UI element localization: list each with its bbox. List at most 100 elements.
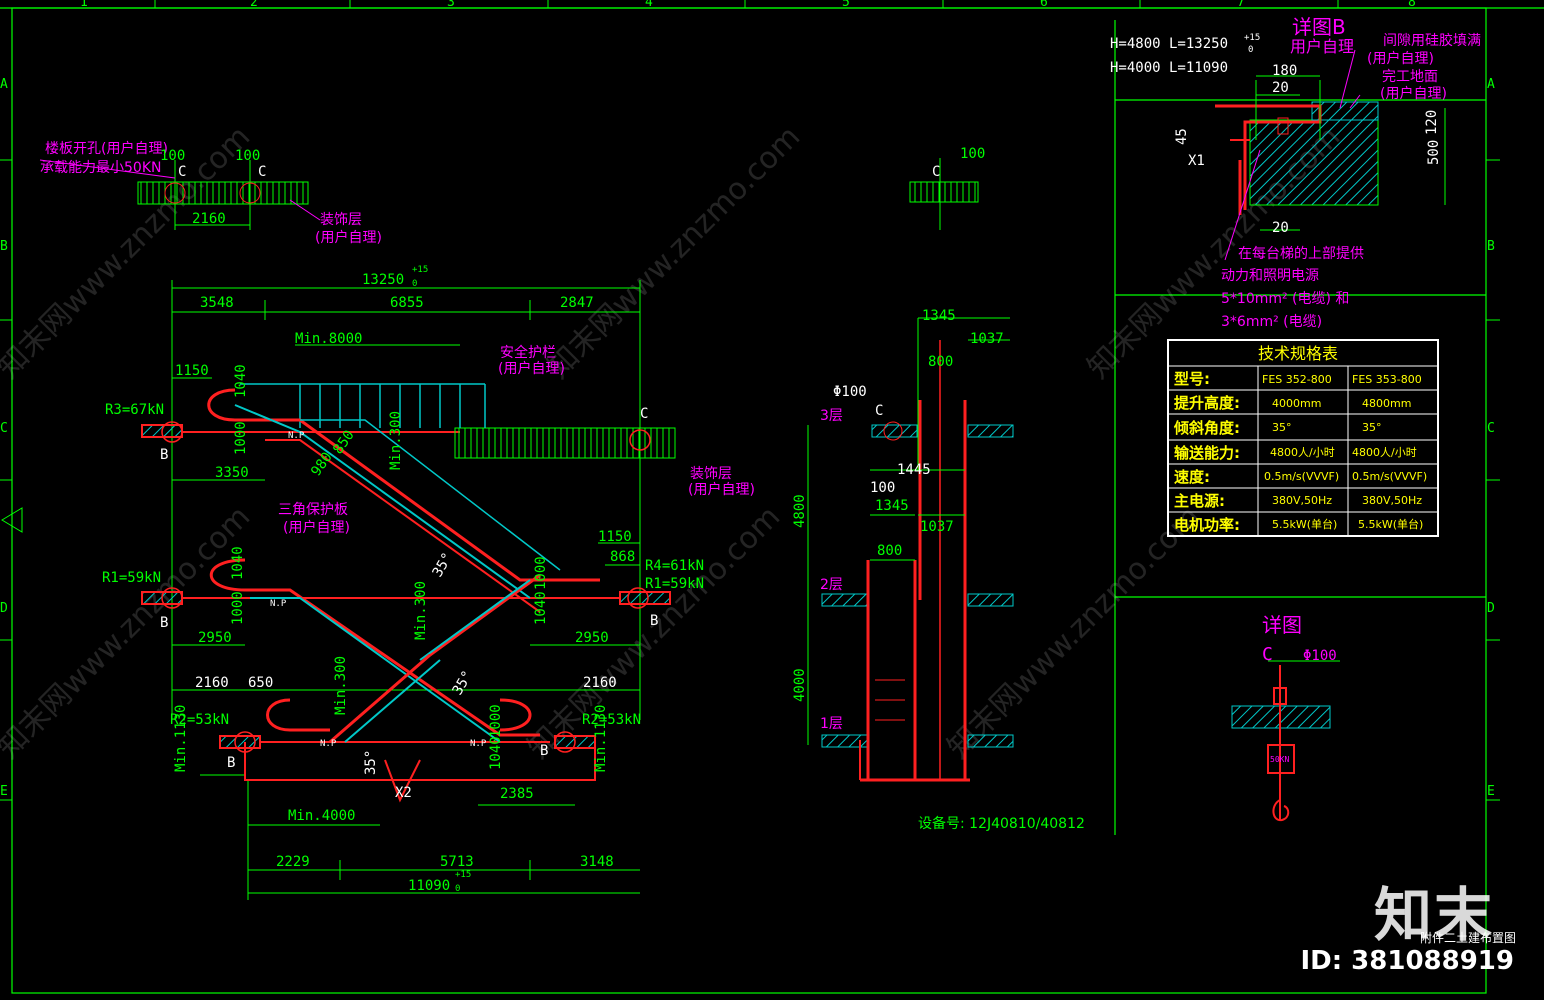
spec-label-motor: 电机功率:: [1174, 516, 1240, 534]
load-r2-right: R2=53kN: [582, 712, 641, 728]
dim-2385: 2385: [500, 786, 534, 802]
escalator-middle: [210, 558, 541, 743]
dim-4800: 4800: [792, 494, 808, 528]
floor-1-label: 1层: [820, 716, 843, 732]
grid-col-labels: 1 2 3 4 5 6 7 8: [80, 0, 1416, 10]
spec-b-rise: 4800mm: [1362, 397, 1411, 410]
spec-label-speed: 速度:: [1174, 468, 1210, 486]
support-points: [161, 421, 651, 753]
spec-b-speed: 0.5m/s(VVVF): [1352, 470, 1427, 483]
dim-total-bot: 11090: [408, 878, 450, 894]
grid-col-2: 2: [250, 0, 258, 10]
detail-b-user: 用户自理: [1290, 37, 1354, 56]
grid-row-b-left: B: [0, 239, 8, 254]
load-r1-right: R1=59kN: [645, 576, 704, 592]
callout-c-elev: C: [640, 406, 648, 422]
spec-h4000: H=4000 L=11090: [1110, 60, 1228, 76]
finish-note-2-user: (用户自理): [688, 481, 755, 498]
dim-2160-b: 2160: [583, 675, 617, 691]
tol-bot-zero: 0: [455, 884, 460, 894]
load-r2-left: R2=53kN: [170, 712, 229, 728]
dim-100-a: 100: [160, 148, 185, 164]
grid-row-e-left: E: [0, 784, 8, 799]
spec-table: 技术规格表 型号: 提升高度: 倾斜角度: 输送能力: 速度: 主电源: 电机功…: [1167, 339, 1439, 537]
callout-b-5: B: [540, 743, 548, 759]
spec-b-angle: 35°: [1362, 421, 1382, 434]
grid-col-1: 1: [80, 0, 88, 10]
title-block-text: 附件二土建布置图: [1420, 931, 1516, 945]
spec-b-model: FES 353-800: [1352, 373, 1422, 386]
callout-b-2: B: [160, 615, 168, 631]
spec-b-motor: 5.5kW(单台): [1358, 517, 1423, 531]
finish-note-2: 装饰层: [690, 466, 732, 482]
detail-c-phi: Φ100: [1303, 648, 1337, 664]
tol-bot-plus: +15: [455, 870, 471, 880]
dim-total-top: 13250: [362, 272, 404, 288]
dim-1040-b: 1040: [230, 546, 246, 580]
center-mark-icon: [1, 507, 23, 533]
callout-c-left: C: [178, 164, 186, 180]
callout-b-3: B: [650, 613, 658, 629]
escalator-lower: [266, 653, 532, 803]
grid-row-a-left: A: [0, 77, 8, 92]
grid-col-3: 3: [447, 0, 455, 10]
dim-min8000: Min.8000: [295, 331, 362, 347]
dim-min300-c: Min.300: [333, 656, 349, 715]
dim-1345-a: 1345: [922, 308, 956, 324]
dim-2847: 2847: [560, 295, 594, 311]
section-labels: 1345 1037 800 Φ100 C 3层 1445 100 1345 10…: [792, 308, 1085, 832]
power-note-1: 在每台梯的上部提供: [1238, 246, 1364, 262]
load-r1-left: R1=59kN: [102, 570, 161, 586]
dim-800-b: 800: [877, 543, 902, 559]
dim-min1130-b: Min.1130: [593, 705, 609, 772]
dim-100-right: 100: [960, 146, 985, 162]
dim-1445: 1445: [897, 462, 931, 478]
floor-2-label: 2层: [820, 577, 843, 593]
tol-top-zero: 0: [412, 279, 417, 289]
floor-3-label: 3层: [820, 408, 843, 424]
dim-650: 650: [248, 675, 273, 691]
dim-min4000: Min.4000: [288, 808, 355, 824]
dim-20-a: 20: [1272, 80, 1289, 96]
detail-c-labels: 详图 C Φ100 50KN: [1262, 613, 1337, 764]
floor-opening-detail: [39, 159, 321, 230]
watermark-5: 知末网www.znzmo.com: [521, 499, 787, 765]
detail-b-labels: H=4800 L=13250 H=4000 L=11090 +15 0 详图B …: [1110, 15, 1481, 330]
dim-min1130-a: Min.1130: [173, 705, 189, 772]
triangle-guard-note: 三角保护板: [278, 502, 348, 518]
grid-row-c-left: C: [0, 421, 8, 436]
finish-note-user: (用户自理): [315, 229, 382, 246]
angle-35-b: 35°: [450, 668, 477, 698]
finish-floor-user: (用户自理): [1380, 85, 1447, 102]
grid-col-7: 7: [1237, 0, 1245, 10]
watermark-2: 知末网www.znzmo.com: [541, 119, 807, 385]
grid-row-b-right: B: [1487, 239, 1495, 254]
tol-b-zero: 0: [1248, 45, 1253, 55]
spec-label-angle: 倾斜角度:: [1173, 419, 1240, 437]
spec-a-rise: 4000mm: [1272, 397, 1321, 410]
load-r4: R4=61kN: [645, 558, 704, 574]
elevation-labels: 13250 +15 0 3548 6855 2847 Min.8000 1150…: [102, 265, 755, 894]
dim-1000-c: 1000: [533, 556, 549, 590]
escalator-upper: [207, 388, 600, 613]
dim-45: 45: [1174, 128, 1190, 145]
dim-1040-c: 1040: [533, 591, 549, 625]
floor-opening-text: 楼板开孔(用户自理) 承载能力最小50KN 100 100 C C 2160 装…: [40, 140, 382, 246]
finish-note: 装饰层: [320, 212, 362, 228]
spec-a-motor: 5.5kW(单台): [1272, 517, 1337, 531]
dim-1037-a: 1037: [970, 331, 1004, 347]
brand-id-label: ID: 381088919: [1300, 946, 1514, 976]
section-callout-c: C: [875, 403, 883, 419]
dim-4000: 4000: [792, 668, 808, 702]
dim-1000-a: 1000: [233, 421, 249, 455]
spec-a-speed: 0.5m/s(VVVF): [1264, 470, 1339, 483]
opening-note-1: 楼板开孔(用户自理): [45, 140, 168, 157]
grid-ticks: [0, 0, 1500, 801]
grid-row-e-right: E: [1487, 784, 1495, 799]
tol-top-plus: +15: [412, 265, 428, 275]
spec-label-power: 主电源:: [1174, 492, 1225, 510]
dim-2229: 2229: [276, 854, 310, 870]
dim-1040-d: 1040: [488, 736, 504, 770]
triangle-guard-note-user: (用户自理): [283, 519, 350, 536]
